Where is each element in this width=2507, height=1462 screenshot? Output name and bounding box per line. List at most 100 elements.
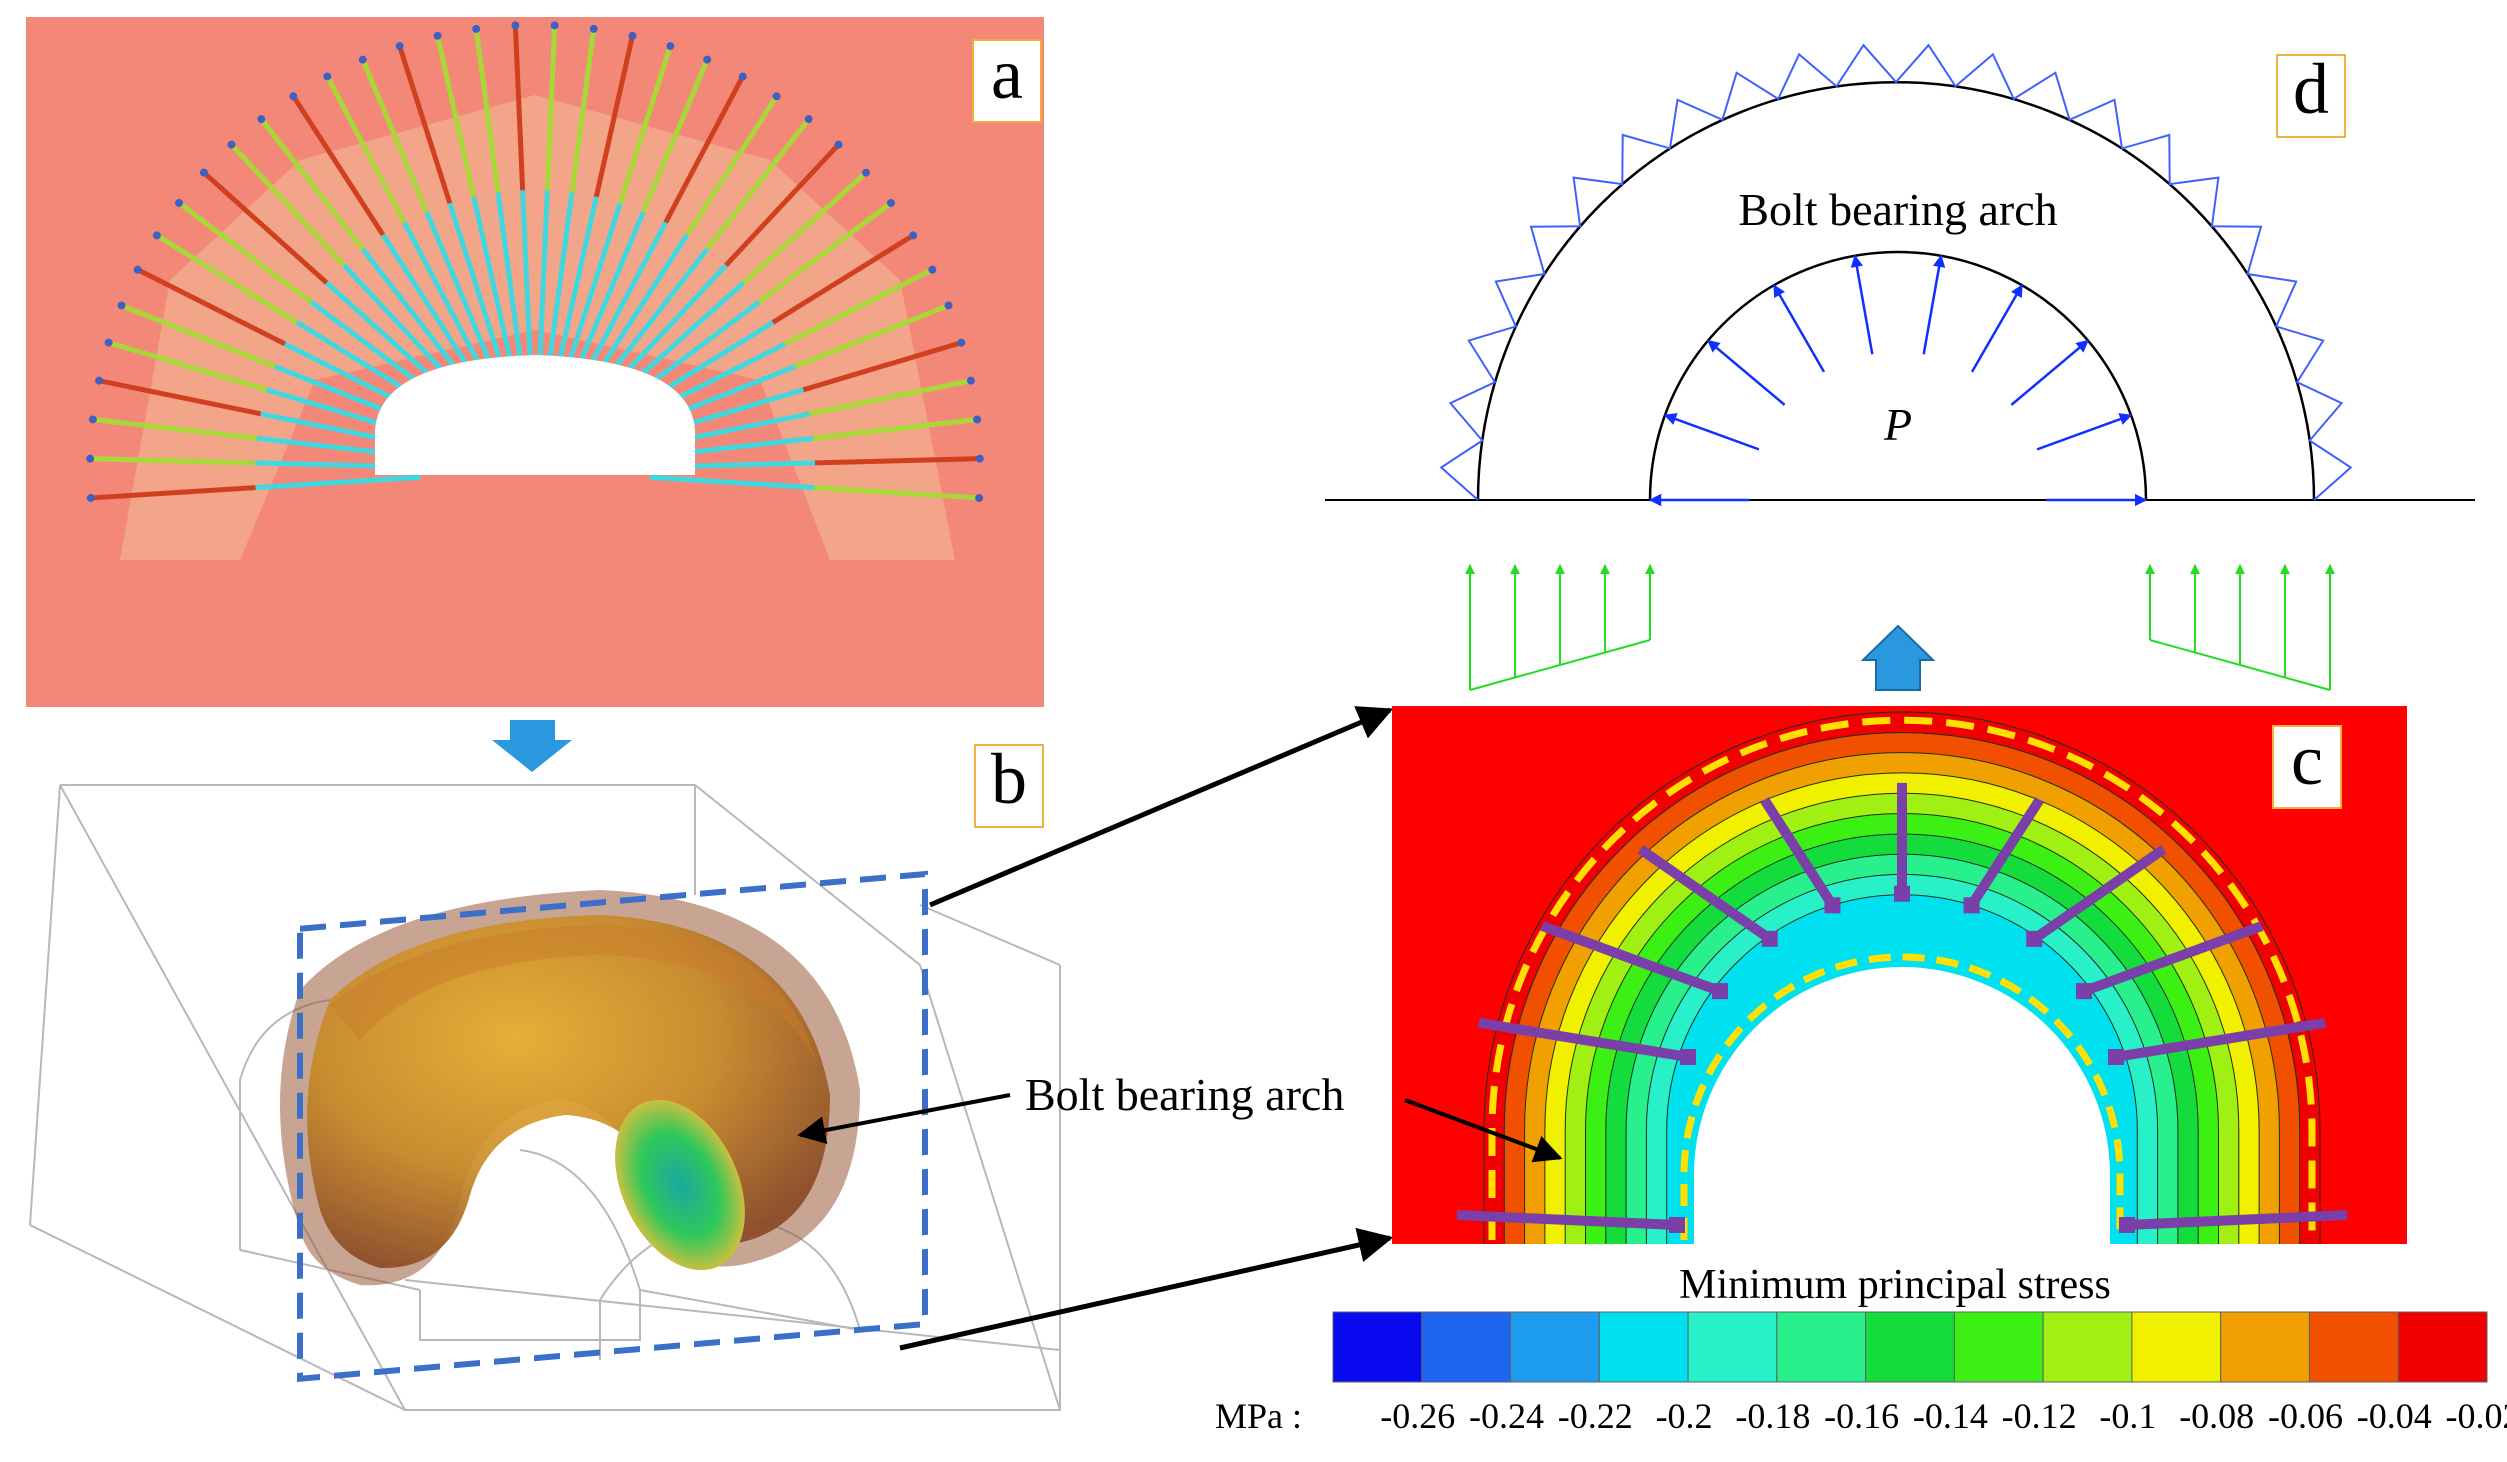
panel-d-pressure-arrow	[1774, 285, 1824, 372]
panel-a-bolt-end	[628, 32, 636, 40]
panel-a-bolt-end	[323, 72, 331, 80]
colorbar-tick-label: -0.02	[2446, 1396, 2507, 1436]
panel-a-floor	[330, 470, 740, 707]
panel-d-pressure-arrow	[1665, 415, 1759, 449]
panel-d-pressure-arrow	[1708, 341, 1785, 405]
panel-a-bolt-end	[153, 231, 161, 239]
panel-a-bolt-end	[909, 231, 917, 239]
panel-c-label: c	[2291, 720, 2323, 800]
colorbar-tick-label: -0.2	[1656, 1396, 1713, 1436]
panel-d-pressure-arrow	[2037, 415, 2131, 449]
colorbar-cell	[1422, 1312, 1511, 1382]
colorbar-cell	[2309, 1312, 2398, 1382]
panel-a-bolt-end	[105, 339, 113, 347]
panel-a-bolt-end	[739, 72, 747, 80]
panel-a-bolt-end	[227, 141, 235, 149]
panel-a-bolt-end	[773, 92, 781, 100]
colorbar-cell	[2043, 1312, 2132, 1382]
colorbar-tick-label: -0.06	[2268, 1396, 2343, 1436]
panel-a-bolt-end	[967, 377, 975, 385]
panel-a-bolt-end	[200, 169, 208, 177]
colorbar-cells	[1333, 1312, 2487, 1382]
panel-a	[26, 17, 1044, 707]
colorbar-cell	[1511, 1312, 1600, 1382]
panel-d: Bolt bearing arch P	[1325, 45, 2475, 690]
panel-a-bolt-end	[590, 25, 598, 33]
panel-d-pressure-arrow	[1855, 256, 1872, 354]
panel-a-bolt-end	[118, 301, 126, 309]
colorbar-tick-label: -0.26	[1380, 1396, 1455, 1436]
colorbar-cell	[1954, 1312, 2043, 1382]
colorbar-cell	[1599, 1312, 1688, 1382]
panel-d-pressure-arrow	[1924, 256, 1941, 354]
colorbar-cell	[1688, 1312, 1777, 1382]
down-arrow-a-to-b	[492, 720, 572, 772]
panel-a-bolt-end	[666, 42, 674, 50]
panel-b: Bolt bearing arch	[30, 785, 1344, 1410]
panel-c-bolt-plate	[1762, 931, 1778, 947]
colorbar-tick-label: -0.24	[1469, 1396, 1544, 1436]
colorbar-cell	[2398, 1312, 2487, 1382]
panel-a-bolt-end	[95, 377, 103, 385]
panel-a-bolt-end	[175, 199, 183, 207]
colorbar-tick-label: -0.16	[1824, 1396, 1899, 1436]
panel-d-pressure-arrow	[1972, 285, 2022, 372]
panel-b-annotation: Bolt bearing arch	[1025, 1069, 1344, 1120]
panel-c-bolt-plate	[2108, 1049, 2124, 1065]
panel-a-bolt-end	[835, 141, 843, 149]
panel-a-bolt-end	[957, 339, 965, 347]
panel-d-pressure-arrows	[1650, 256, 2146, 500]
colorbar-ticks: -0.26-0.24-0.22-0.2-0.18-0.16-0.14-0.12-…	[1380, 1396, 2507, 1436]
panel-c-bolt-plate	[1894, 886, 1910, 902]
panel-c-bolt-plate	[2119, 1217, 2135, 1233]
panel-a-bolt-end	[359, 56, 367, 64]
colorbar-cell	[1777, 1312, 1866, 1382]
panel-a-bolt-end	[511, 21, 519, 29]
panel-a-bolt-end	[975, 494, 983, 502]
colorbar-unit: MPa :	[1215, 1396, 1302, 1436]
panel-c-bolt-plate	[1964, 897, 1980, 913]
panel-c-bolt-plate	[1824, 897, 1840, 913]
colorbar-cell	[1333, 1312, 1422, 1382]
panel-d-title: Bolt bearing arch	[1738, 184, 2057, 235]
panel-a-bolt-end	[944, 301, 952, 309]
panel-a-bolt-end	[703, 56, 711, 64]
panel-a-bolt-end	[89, 415, 97, 423]
panel-a-bolt-end	[87, 494, 95, 502]
colorbar-tick-label: -0.14	[1913, 1396, 1988, 1436]
colorbar-cell	[2221, 1312, 2310, 1382]
colorbar-tick-label: -0.12	[2002, 1396, 2077, 1436]
panel-d-label: d	[2293, 49, 2329, 129]
panel-a-bolt-end	[396, 42, 404, 50]
panel-a-bolt-end	[551, 21, 559, 29]
panel-a-bolt-end	[805, 115, 813, 123]
panel-a-bolt-end	[434, 32, 442, 40]
panel-a-bolt-end	[862, 169, 870, 177]
panel-c-bolt-plate	[2026, 931, 2042, 947]
colorbar-tick-label: -0.04	[2357, 1396, 2432, 1436]
panel-d-pressure-symbol: P	[1883, 399, 1912, 450]
panel-c-bolt-plate	[1680, 1049, 1696, 1065]
panel-c	[1392, 706, 2407, 1250]
panel-c-bolt-plate	[1712, 983, 1728, 999]
panel-a-bolt-end	[976, 455, 984, 463]
panel-b-label: b	[991, 739, 1027, 819]
colorbar-cell	[2132, 1312, 2221, 1382]
panel-a-bolt-end	[289, 92, 297, 100]
colorbar-tick-label: -0.18	[1735, 1396, 1810, 1436]
panel-c-bolt-plate	[1669, 1217, 1685, 1233]
panel-a-bolt-end	[973, 415, 981, 423]
panel-a-bolt-end	[134, 266, 142, 274]
colorbar: Minimum principal stress MPa : -0.26 -0.2…	[1215, 1262, 2507, 1436]
panel-d-inner-arch	[1650, 252, 2146, 500]
colorbar-tick-label: -0.08	[2179, 1396, 2254, 1436]
panel-a-bolt-end	[472, 25, 480, 33]
panel-d-pressure-arrow	[2011, 341, 2088, 405]
colorbar-tick-label: -0.22	[1558, 1396, 1633, 1436]
section-arrow-bottom	[900, 1238, 1390, 1348]
panel-a-bolt-end	[887, 199, 895, 207]
colorbar-tick-label: -0.1	[2099, 1396, 2156, 1436]
colorbar-title: Minimum principal stress	[1679, 1262, 2111, 1308]
panel-a-bolt-end	[257, 115, 265, 123]
